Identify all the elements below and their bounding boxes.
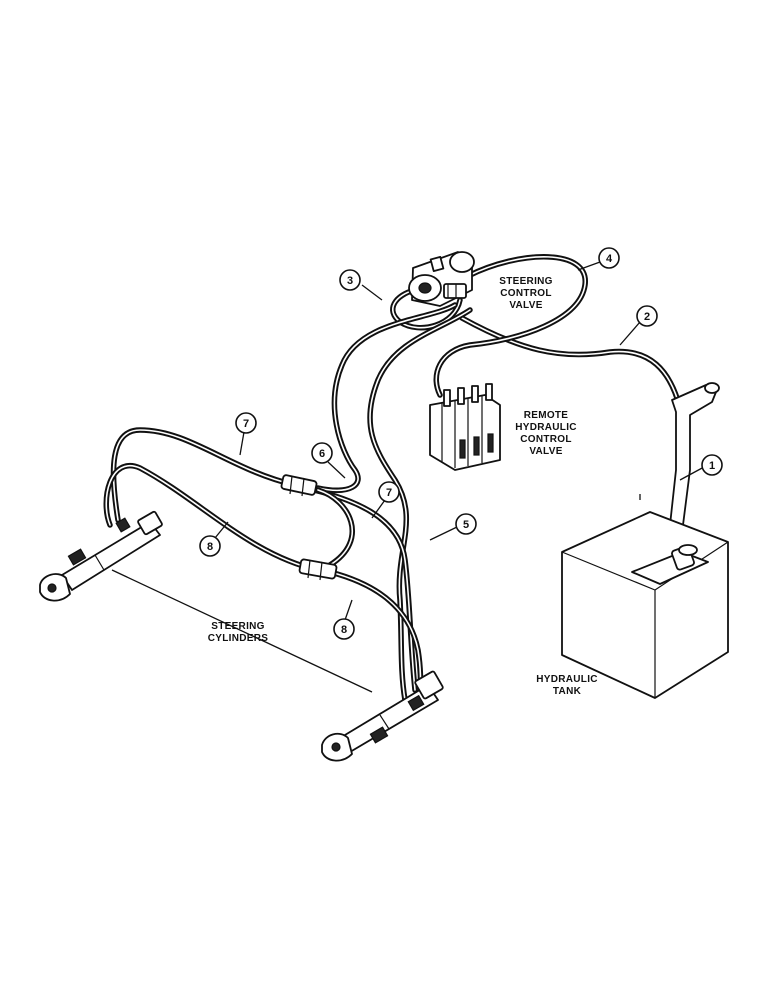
label-steering-cylinders: STEERING CYLINDERS [208, 621, 269, 644]
steering-cylinder-left [39, 510, 163, 602]
label-remote-valve-line3: CONTROL [520, 434, 572, 445]
hose-5 [367, 307, 473, 703]
label-remote-valve-line2: HYDRAULIC [515, 422, 577, 433]
hose-2 [459, 315, 683, 411]
callout-7a-text: 7 [243, 418, 249, 430]
label-steering-control-valve: STEERING CONTROL VALVE [499, 276, 553, 311]
hose-8-upper [103, 463, 321, 573]
callout-8b: 8 [333, 618, 355, 640]
remote-hydraulic-control-valve [429, 383, 501, 471]
leader-lines [111, 261, 705, 693]
label-steering-control-valve-line1: STEERING [499, 276, 553, 287]
callout-6: 6 [311, 442, 333, 464]
callout-7b-text: 7 [386, 487, 392, 499]
return-pipe [669, 382, 720, 526]
callout-6-text: 6 [319, 448, 325, 460]
callout-2-text: 2 [644, 311, 650, 323]
label-hydraulic-tank-line1: HYDRAULIC [536, 674, 598, 685]
hoses [103, 254, 690, 708]
label-remote-valve-line1: REMOTE [524, 410, 569, 421]
hose-7-upper [110, 427, 298, 523]
fittings [280, 382, 720, 581]
callout-5-text: 5 [463, 519, 469, 531]
fitting-upper [280, 474, 318, 497]
label-steering-cylinders-line1: STEERING [211, 621, 265, 632]
label-remote-hydraulic-control-valve: REMOTE HYDRAULIC CONTROL VALVE [515, 410, 577, 457]
callout-5: 5 [455, 513, 477, 535]
fitting-lower [298, 558, 338, 581]
label-steering-control-valve-line2: CONTROL [500, 288, 552, 299]
hose-6 [315, 302, 458, 494]
callout-3: 3 [339, 269, 361, 291]
callout-7b: 7 [378, 481, 400, 503]
label-steering-control-valve-line3: VALVE [509, 300, 542, 311]
callout-2: 2 [636, 305, 658, 327]
hose-7-lower [302, 485, 418, 693]
callout-1-text: 1 [709, 460, 715, 472]
callout-8a: 8 [199, 535, 221, 557]
steering-cylinder-right [321, 670, 444, 762]
callout-3-text: 3 [347, 275, 353, 287]
callout-8a-text: 8 [207, 541, 213, 553]
hose-cross [315, 487, 355, 568]
callout-4: 4 [598, 247, 620, 269]
hose-4 [433, 254, 588, 398]
callout-8b-text: 8 [341, 624, 347, 636]
label-hydraulic-tank-line2: TANK [553, 686, 582, 697]
callout-7a: 7 [235, 412, 257, 434]
label-remote-valve-line4: VALVE [529, 446, 562, 457]
label-hydraulic-tank: HYDRAULIC TANK [536, 674, 598, 697]
steering-control-valve [408, 251, 475, 307]
callout-4-text: 4 [606, 253, 613, 265]
callout-1: 1 [701, 454, 723, 476]
label-steering-cylinders-line2: CYLINDERS [208, 633, 269, 644]
hydraulic-tank [561, 511, 729, 699]
